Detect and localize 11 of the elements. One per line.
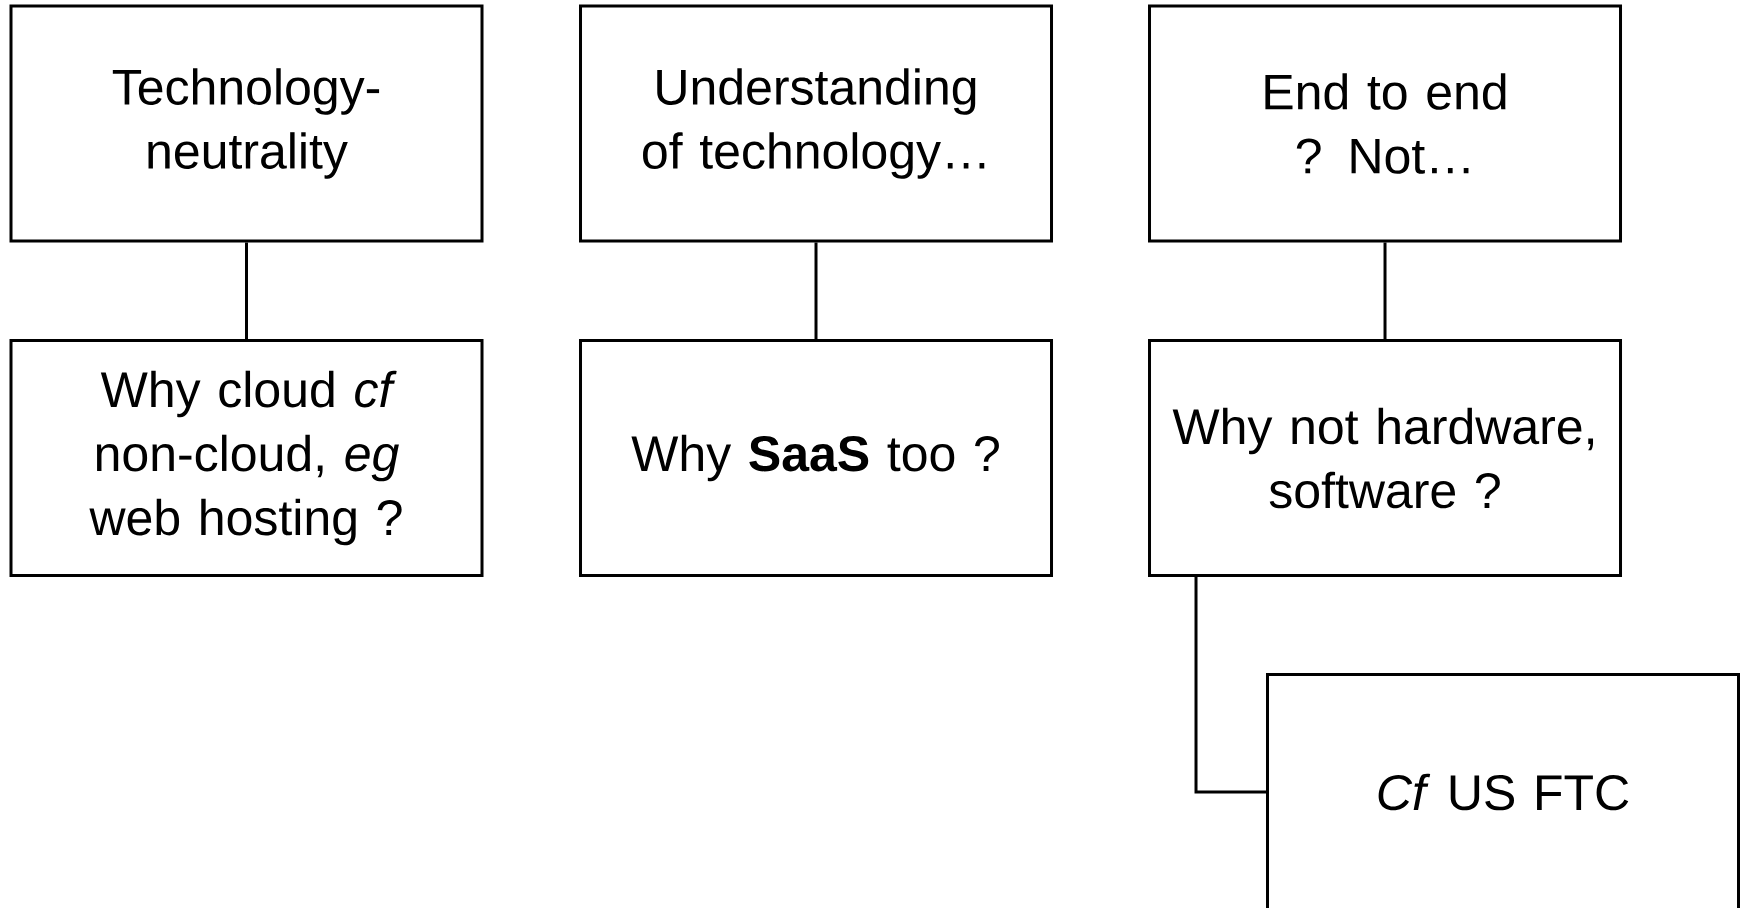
text-box: Technology-neutrality: [9, 4, 484, 243]
connector-line: [1383, 242, 1387, 339]
connector-line: [814, 242, 818, 339]
text-box: End to end ? Not…: [1148, 4, 1622, 243]
connector-line: [245, 242, 248, 339]
text-box: Understanding of technology…: [579, 4, 1053, 243]
connector-line: [1194, 577, 1266, 794]
text-box: Why SaaS too ?: [579, 339, 1053, 577]
text-box: Why cloud cf non-cloud, eg web hosting ?: [9, 339, 484, 577]
text-box: Why not hardware, software ?: [1148, 339, 1622, 577]
text-box: Cf US FTC: [1266, 673, 1740, 908]
